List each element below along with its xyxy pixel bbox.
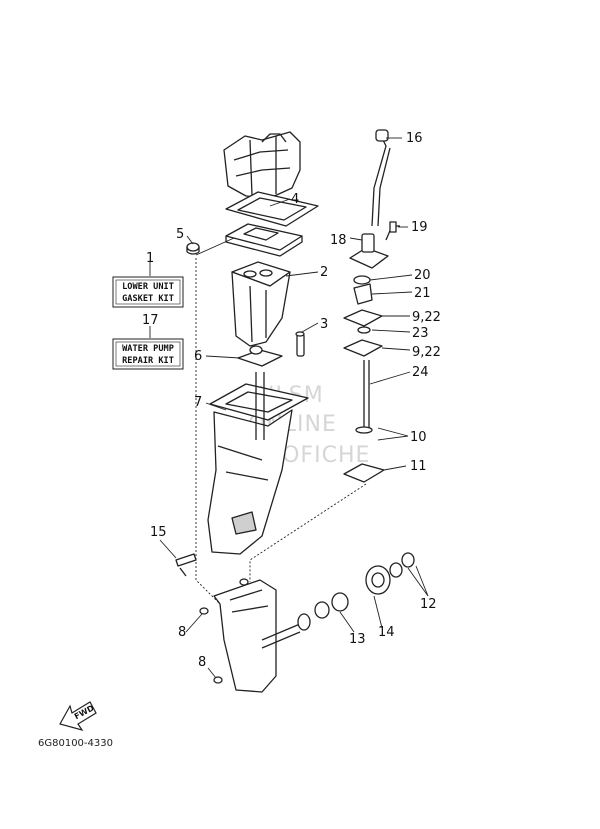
gasket-4 [225, 191, 319, 227]
kit-box-17: 17 WATER PUMP REPAIR KIT [112, 313, 184, 370]
kit-1-line-2: GASKET KIT [122, 294, 174, 304]
callout-21: 21 [414, 286, 431, 301]
pipe-15 [175, 553, 197, 577]
callout-12: 12 [420, 597, 437, 612]
water-pump-parts [297, 552, 415, 631]
kit-1-number: 1 [146, 251, 154, 266]
kit-17-line-1: WATER PUMP [122, 344, 174, 354]
kit-box-1: 1 LOWER UNIT GASKET KIT [112, 251, 184, 308]
kit-17-line-2: REPAIR KIT [122, 356, 174, 366]
plug-5 [186, 242, 200, 255]
part-code: 6G80100-4330 [38, 738, 113, 749]
screw-8a [199, 607, 209, 615]
callout-20: 20 [414, 268, 431, 283]
adapter-plate [225, 223, 303, 257]
callout-18: 18 [330, 233, 347, 248]
callout-2: 2 [320, 265, 328, 280]
power-head [223, 131, 301, 199]
callout-10: 10 [410, 430, 427, 445]
shift-rod-16 [371, 129, 391, 227]
callout-13: 13 [349, 632, 366, 647]
kit-1-line-1: LOWER UNIT [122, 282, 174, 292]
callout-8-b: 8 [198, 655, 206, 670]
driveshaft-housing-7 [207, 372, 309, 555]
pin-3 [295, 331, 305, 357]
callout-3: 3 [320, 317, 328, 332]
callout-16: 16 [406, 131, 423, 146]
callout-14: 14 [378, 625, 395, 640]
upper-casing-2 [231, 261, 291, 347]
callout-9-22-a: 9,22 [412, 310, 441, 325]
callout-6: 6 [194, 349, 202, 364]
fwd-arrow-icon: FWD [59, 701, 97, 732]
callout-23: 23 [412, 326, 429, 341]
callout-15: 15 [150, 525, 167, 540]
callout-24: 24 [412, 365, 429, 380]
lower-unit [213, 578, 301, 693]
callout-4: 4 [291, 192, 299, 207]
callout-7: 7 [194, 395, 202, 410]
callout-9-22-b: 9,22 [412, 345, 441, 360]
callout-5: 5 [176, 227, 184, 242]
callout-19: 19 [411, 220, 428, 235]
leader-lines [149, 137, 429, 679]
shift-assembly [343, 221, 400, 483]
callout-8-a: 8 [178, 625, 186, 640]
callout-11: 11 [410, 459, 427, 474]
screw-8b [213, 676, 223, 684]
gasket-6 [237, 345, 283, 367]
kit-17-number: 17 [142, 313, 159, 328]
callouts: 16 4 5 18 19 2 20 21 9,22 3 23 9,22 6 24… [150, 131, 441, 670]
